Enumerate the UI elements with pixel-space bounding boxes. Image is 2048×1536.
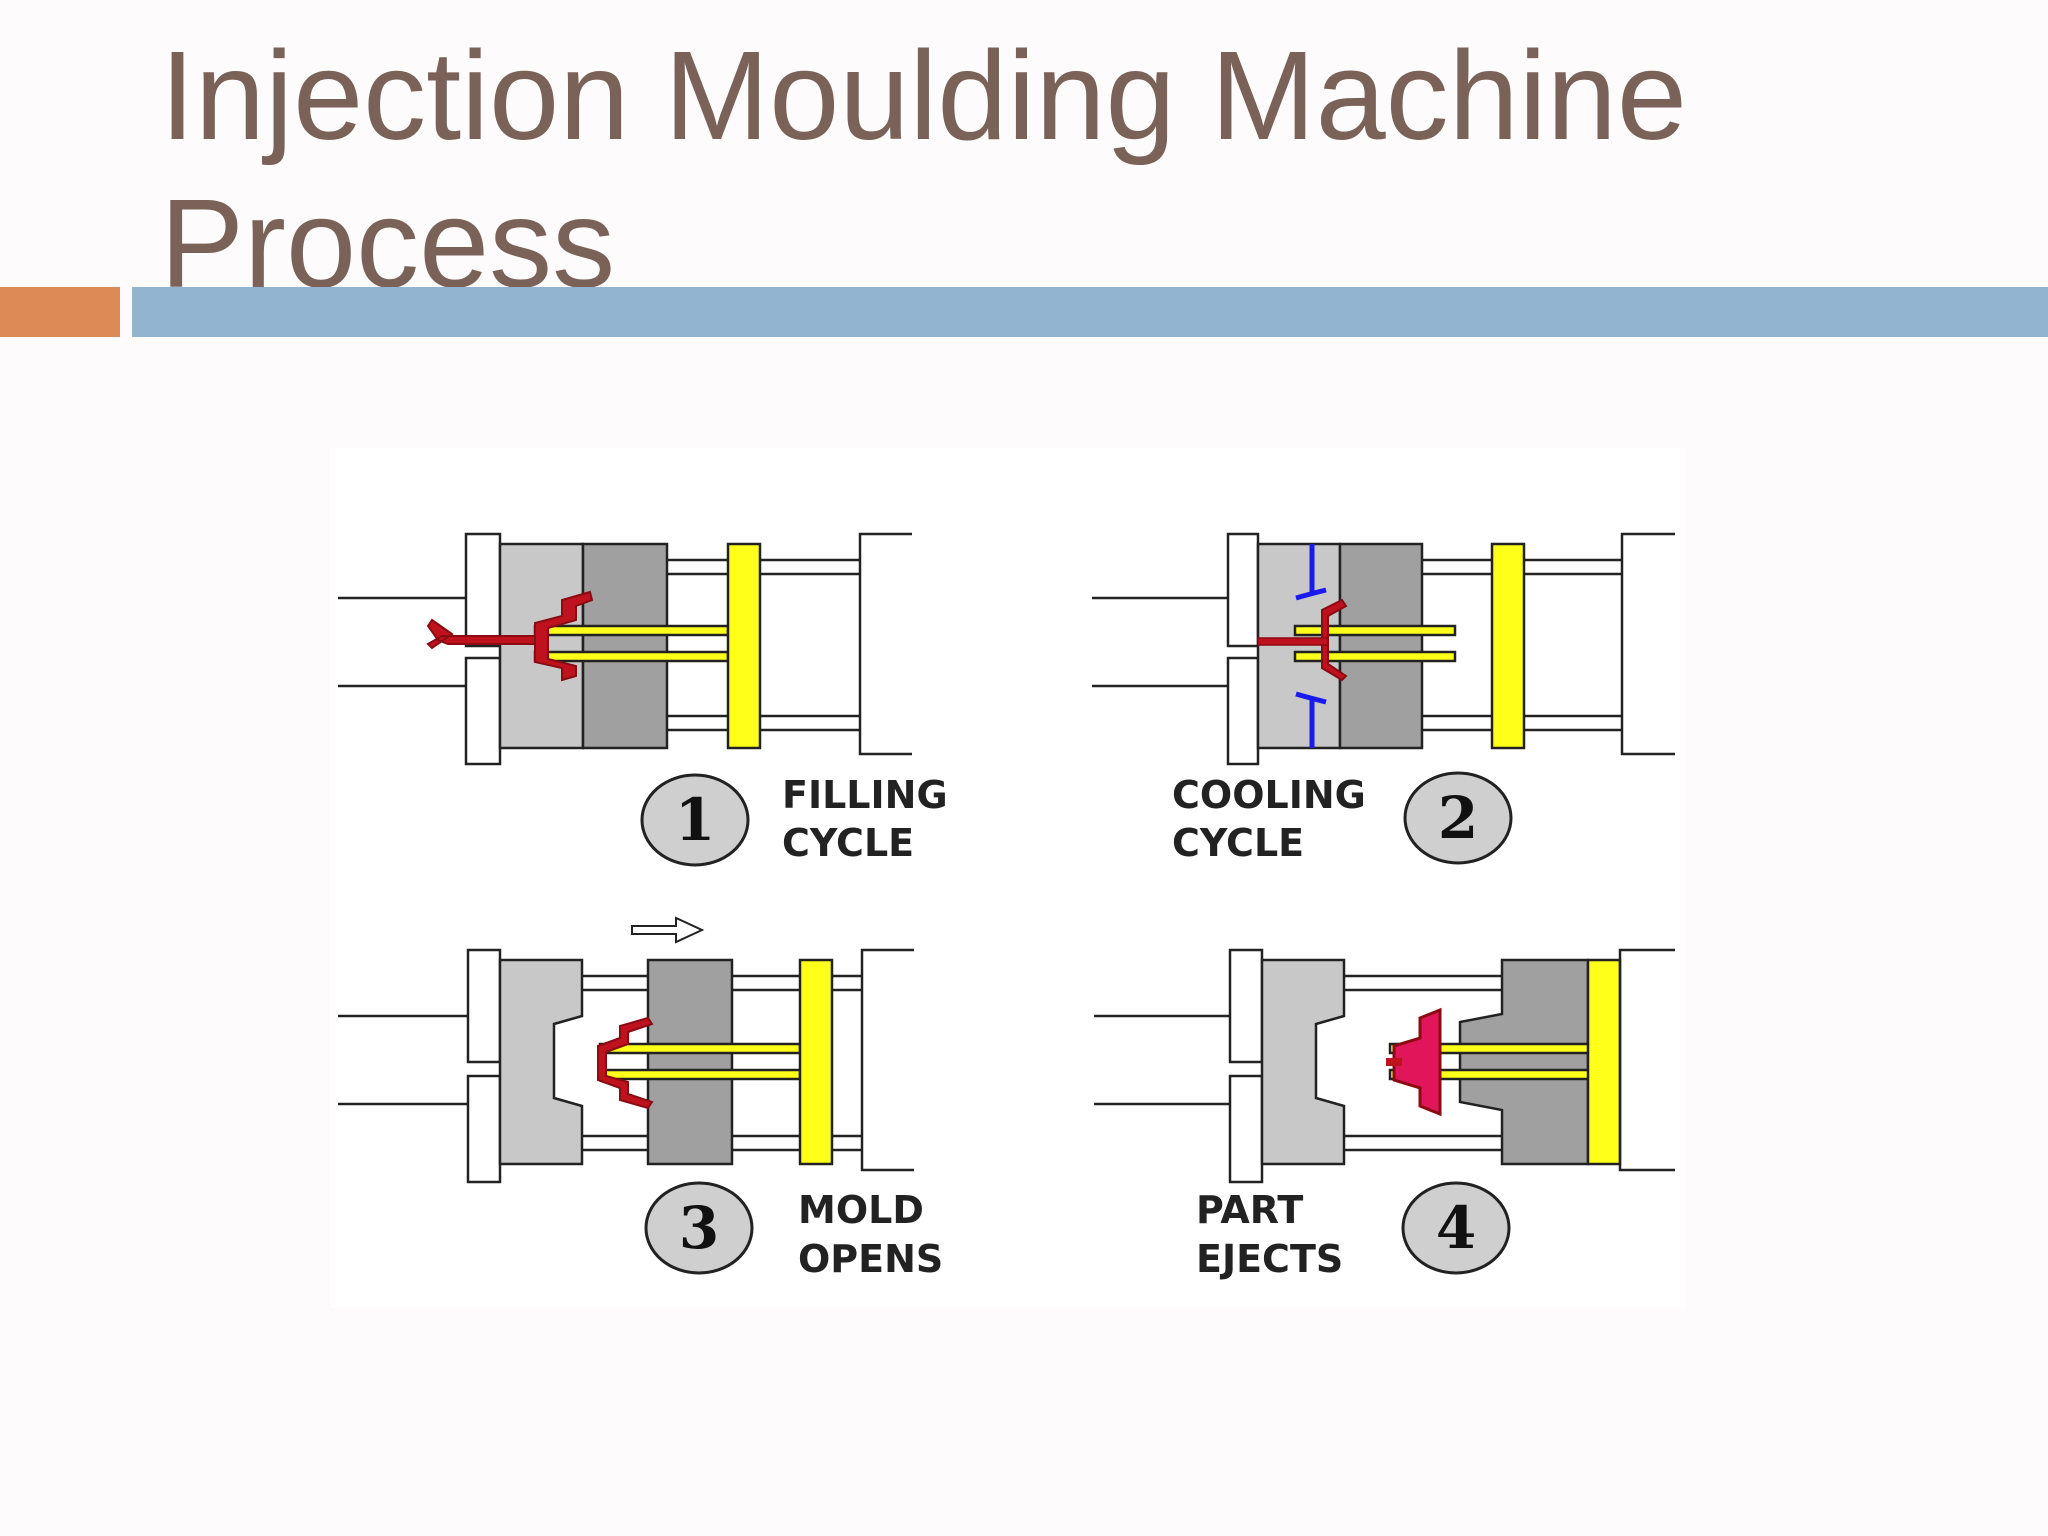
fixed-platen-upper bbox=[1228, 948, 1264, 1064]
step-4-number: 4 bbox=[1436, 1194, 1476, 1262]
step-1-number: 1 bbox=[675, 786, 715, 854]
clamp-frame bbox=[1618, 948, 1675, 1172]
moving-mold-half bbox=[1338, 542, 1424, 750]
step-2-label-line2: CYCLE bbox=[1172, 821, 1304, 865]
injection-moulding-diagram: 1 FILLING CYCLE COOLING CYCLE 2 3 MOLD O… bbox=[330, 448, 1685, 1308]
motion-arrow bbox=[631, 916, 705, 944]
moving-mold-half bbox=[646, 958, 734, 1166]
ejector-plate bbox=[1586, 958, 1622, 1166]
moving-mold-half bbox=[581, 542, 669, 750]
fixed-platen-lower bbox=[1226, 656, 1260, 766]
ejector-plate bbox=[798, 958, 834, 1166]
step-2-badge: 2 bbox=[1403, 771, 1513, 865]
clamp-frame bbox=[1620, 532, 1675, 756]
cooling-channel-upper bbox=[1295, 544, 1327, 601]
accent-bar-orange bbox=[0, 287, 120, 337]
molten-plastic-sprue bbox=[426, 618, 536, 650]
clamp-frame bbox=[858, 532, 912, 756]
step-3-number: 3 bbox=[679, 1194, 719, 1262]
panel-cooling-cycle bbox=[1092, 532, 1675, 766]
accent-bar-blue bbox=[132, 287, 2048, 337]
ejector-pin bbox=[1293, 650, 1457, 663]
ejector-plate bbox=[1490, 542, 1526, 750]
molten-plastic-cavity bbox=[534, 590, 594, 682]
ejector-pin bbox=[533, 624, 730, 637]
step-4-label-line1: PART bbox=[1196, 1188, 1303, 1232]
cooling-channel-lower bbox=[1295, 691, 1327, 748]
clamp-frame bbox=[860, 948, 914, 1172]
panel-mold-opens bbox=[338, 916, 914, 1184]
step-3-label-line2: OPENS bbox=[798, 1237, 943, 1281]
cooling-plastic-part bbox=[1321, 598, 1348, 682]
step-2-number: 2 bbox=[1438, 784, 1478, 852]
ejected-part bbox=[1392, 1007, 1442, 1117]
panel-filling-cycle bbox=[338, 532, 912, 766]
step-3-badge: 3 bbox=[644, 1181, 754, 1275]
fixed-platen-lower bbox=[1228, 1074, 1264, 1184]
step-1-label-line2: CYCLE bbox=[782, 821, 914, 865]
diagram-canvas: 1 FILLING CYCLE COOLING CYCLE 2 3 MOLD O… bbox=[338, 532, 1675, 1281]
step-1-label-line1: FILLING bbox=[782, 773, 948, 817]
ejector-pin bbox=[598, 1042, 802, 1055]
ejector-pin bbox=[533, 650, 730, 663]
step-1-badge: 1 bbox=[640, 773, 750, 867]
panel-part-ejects bbox=[1094, 948, 1675, 1184]
fixed-platen-upper bbox=[1226, 532, 1260, 648]
step-4-label-line2: EJECTS bbox=[1196, 1237, 1343, 1281]
fixed-platen-lower bbox=[466, 1074, 502, 1184]
stationary-mold-half bbox=[1260, 958, 1346, 1166]
slide-title: Injection Moulding Machine Process bbox=[160, 22, 1960, 318]
formed-part bbox=[597, 1016, 654, 1110]
step-3-label-line1: MOLD bbox=[798, 1188, 924, 1232]
step-4-badge: 4 bbox=[1401, 1181, 1511, 1275]
ejector-pin bbox=[1293, 624, 1457, 637]
fixed-platen-upper bbox=[464, 532, 502, 648]
title-line-1: Injection Moulding Machine bbox=[160, 25, 1687, 166]
fixed-platen-lower bbox=[464, 656, 502, 766]
ejector-pin bbox=[598, 1068, 802, 1081]
stationary-mold-half bbox=[498, 958, 584, 1166]
step-2-label-line1: COOLING bbox=[1172, 773, 1366, 817]
ejector-plate bbox=[726, 542, 762, 750]
fixed-platen-upper bbox=[466, 948, 502, 1064]
cooling-sprue bbox=[1257, 637, 1329, 646]
